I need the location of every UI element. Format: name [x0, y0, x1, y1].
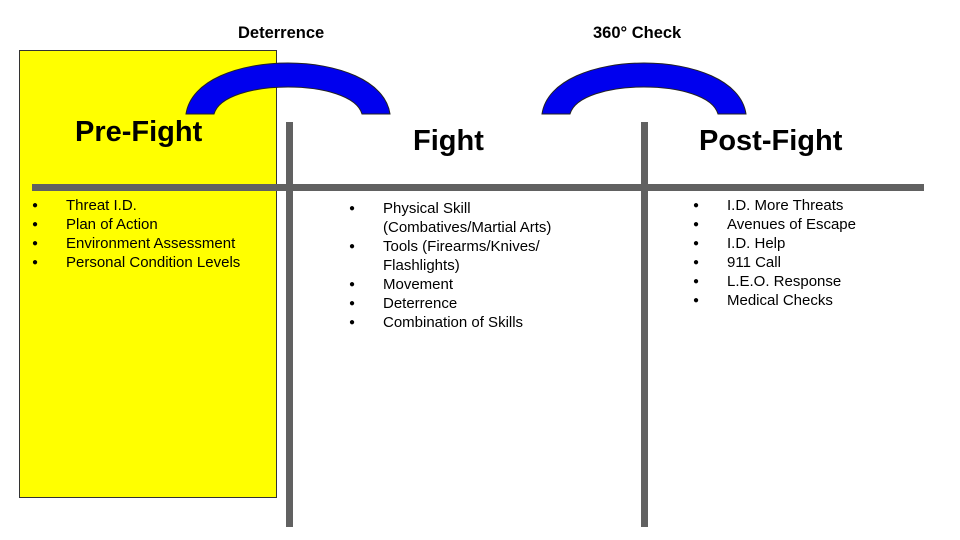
deterrence-label: Deterrence [238, 24, 325, 42]
list-item: Medical Checks [693, 291, 933, 310]
360-check-label: 360° Check [593, 24, 682, 42]
list-item: I.D. Help [693, 234, 933, 253]
360-check-arc [541, 62, 747, 115]
list-item: Deterrence [349, 294, 579, 313]
pre-fight-highlight-box [19, 50, 277, 498]
fight-title: Fight [413, 125, 484, 157]
list-item: Movement [349, 275, 579, 294]
deterrence-arc [185, 62, 391, 115]
list-item: Environment Assessment [32, 234, 272, 253]
list-item: Personal Condition Levels [32, 253, 272, 272]
pre-fight-title: Pre-Fight [75, 116, 203, 148]
fight-list: Physical Skill (Combatives/Martial Arts)… [349, 199, 579, 332]
list-item: I.D. More Threats [693, 196, 933, 215]
list-item: Physical Skill (Combatives/Martial Arts) [349, 199, 579, 237]
list-item: L.E.O. Response [693, 272, 933, 291]
list-item: Plan of Action [32, 215, 272, 234]
column-divider-right [641, 122, 648, 527]
list-item: 911 Call [693, 253, 933, 272]
pre-fight-list: Threat I.D. Plan of Action Environment A… [32, 196, 272, 272]
post-fight-title: Post-Fight [699, 125, 843, 157]
list-item: Tools (Firearms/Knives/ Flashlights) [349, 237, 579, 275]
list-item: Avenues of Escape [693, 215, 933, 234]
list-item: Threat I.D. [32, 196, 272, 215]
header-divider-line [32, 184, 924, 191]
post-fight-list: I.D. More Threats Avenues of Escape I.D.… [693, 196, 933, 310]
list-item: Combination of Skills [349, 313, 579, 332]
column-divider-left [286, 122, 293, 527]
